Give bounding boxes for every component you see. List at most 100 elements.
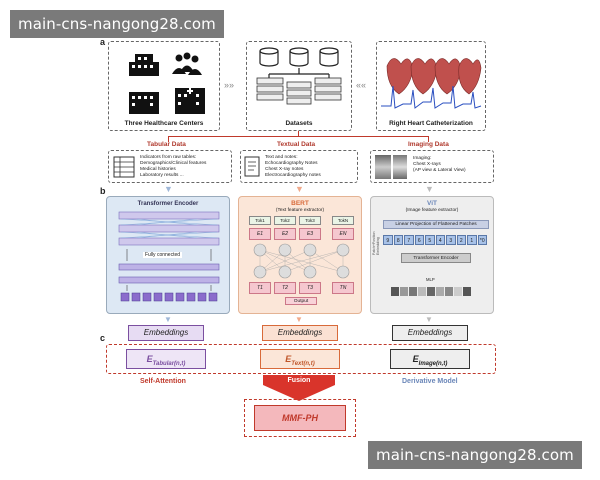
watermark-top: main-cns-nangong28.com: [10, 10, 224, 38]
bert-output: T1: [249, 282, 271, 294]
image-embeddings-box: Embeddings: [392, 325, 468, 341]
bert-embedding: E2: [274, 228, 296, 240]
centers-box: Three Healthcare Centers: [108, 41, 220, 131]
vit-patch-row: 9 8 7 6 5 4 3 2 1 *0: [383, 235, 487, 245]
imaging-line-0: Imaging:: [413, 156, 432, 161]
textual-line-3: Electrocardiography notes: [265, 173, 321, 178]
transformer-encoder-panel: Transformer Encoder Fully connected: [106, 196, 230, 314]
e-image-sub: Image(n,t): [418, 360, 448, 367]
e-image-main: E: [412, 354, 419, 364]
bert-attention-network: [253, 243, 350, 279]
heart-icons: [381, 58, 482, 109]
tabular-embeddings-box: Embeddings: [128, 325, 204, 341]
xray-image-ap: [375, 155, 391, 179]
notes-icon: [244, 156, 260, 177]
text-embeddings-box: Embeddings: [262, 325, 338, 341]
bert-output-label: Output: [285, 297, 317, 305]
bert-embedding: EN: [332, 228, 354, 240]
self-attention-label: Self-Attention: [140, 378, 186, 385]
e-image-box: EImage(n,t): [390, 349, 470, 369]
bert-output: T3: [299, 282, 321, 294]
tabular-line-1: Demographics/Clinical features: [140, 161, 207, 166]
bert-token: Tok3: [299, 216, 321, 225]
textual-line-0: Text and notes:: [265, 155, 298, 160]
vit-feature-cell: [418, 287, 426, 296]
vit-feature-cell: [463, 287, 471, 296]
vit-title: ViT: [427, 200, 437, 207]
tabular-line-3: Laboratory results ...: [140, 173, 184, 178]
patch-token: 2: [456, 235, 466, 245]
bert-output: T2: [274, 282, 296, 294]
vit-side-label: Patch+Position Embedding: [372, 231, 380, 255]
fusion-arrow-icon: [263, 375, 335, 401]
e-text-main: E: [285, 354, 292, 364]
vit-feature-cell: [400, 287, 408, 296]
textual-data-box: Text and notes: Echocardiography Notes C…: [240, 150, 358, 183]
e-tabular-sub: Tabular(n,t): [152, 360, 186, 367]
panel-b-letter: b: [100, 186, 106, 196]
vit-feature-cell: [454, 287, 462, 296]
hospital-icons: [129, 52, 205, 114]
table-icon: [113, 156, 135, 178]
mmf-ph-region: [244, 399, 356, 437]
vit-subtitle: (Image feature extractor): [405, 208, 459, 213]
imaging-data-title: Imaging Data: [408, 141, 449, 148]
tabular-data-title: Tabular Data: [147, 141, 186, 148]
datasets-label: Datasets: [285, 120, 313, 127]
bert-embedding: E1: [249, 228, 271, 240]
textual-data-title: Textual Data: [277, 141, 316, 148]
embedding-fusion-region: [106, 344, 496, 374]
arrow-down-icon: ▼: [295, 315, 303, 324]
watermark-bottom: main-cns-nangong28.com: [368, 441, 582, 469]
transformer-title: Transformer Encoder: [137, 201, 199, 207]
centers-label: Three Healthcare Centers: [124, 120, 204, 127]
vit-feature-cell: [391, 287, 399, 296]
patch-token: *0: [477, 235, 487, 245]
bert-embedding: E3: [299, 228, 321, 240]
imaging-line-1: Chest X-rays: [413, 162, 441, 167]
patch-token: 9: [383, 235, 393, 245]
vit-feature-cell: [409, 287, 417, 296]
bert-panel: BERT (Text feature extractor) Tok1 Tok2 …: [238, 196, 362, 314]
vit-feature-cell: [427, 287, 435, 296]
e-tabular-main: E: [146, 354, 153, 364]
patch-token: 5: [425, 235, 435, 245]
imaging-data-box: Imaging: Chest X-rays (AP view & Lateral…: [370, 150, 494, 183]
textual-line-2: Chest X-ray notes: [265, 167, 304, 172]
patch-token: 3: [446, 235, 456, 245]
imaging-line-2: (AP view & Lateral View): [413, 168, 466, 173]
mmf-ph-box: MMF-PH: [254, 405, 346, 431]
arrows-right-icon: »»: [224, 80, 235, 90]
fully-connected-label: Fully connected: [143, 252, 183, 258]
transformer-layers: [118, 211, 220, 302]
patch-token: 1: [467, 235, 477, 245]
rhc-box: Right Heart Catheterization: [376, 41, 486, 131]
textual-line-1: Echocardiography Notes: [265, 161, 318, 166]
vit-transformer-encoder: Transformer Encoder: [401, 253, 471, 263]
panel-a-letter: a: [100, 37, 106, 47]
arrow-down-icon: ▼: [425, 315, 433, 324]
arrow-down-icon: ▼: [425, 184, 434, 194]
derivative-model-label: Derivative Model: [402, 378, 458, 385]
vit-panel: ViT (Image feature extractor) Patch+Posi…: [370, 196, 494, 314]
patch-token: 4: [435, 235, 445, 245]
arrow-down-icon: ▼: [164, 184, 173, 194]
database-icon: [256, 47, 342, 105]
bert-token: TokN: [332, 216, 354, 225]
panel-c-letter: c: [100, 333, 106, 343]
arrow-down-icon: ▼: [164, 315, 172, 324]
bert-token: Tok2: [274, 216, 296, 225]
e-text-sub: Text(n,t): [291, 360, 315, 367]
bert-token: Tok1: [249, 216, 271, 225]
e-tabular-box: ETabular(n,t): [126, 349, 206, 369]
bert-output: TN: [332, 282, 354, 294]
red-connector-left: [168, 136, 169, 142]
tabular-line-2: Medical histories: [140, 167, 176, 172]
red-connector-right: [428, 136, 429, 142]
rhc-label: Right Heart Catheterization: [389, 120, 473, 127]
tabular-line-0: Indicators from raw tables:: [140, 155, 197, 160]
patch-token: 7: [404, 235, 414, 245]
vit-feature-cell: [445, 287, 453, 296]
fusion-label: Fusion: [287, 377, 311, 384]
datasets-box: Datasets: [246, 41, 352, 131]
